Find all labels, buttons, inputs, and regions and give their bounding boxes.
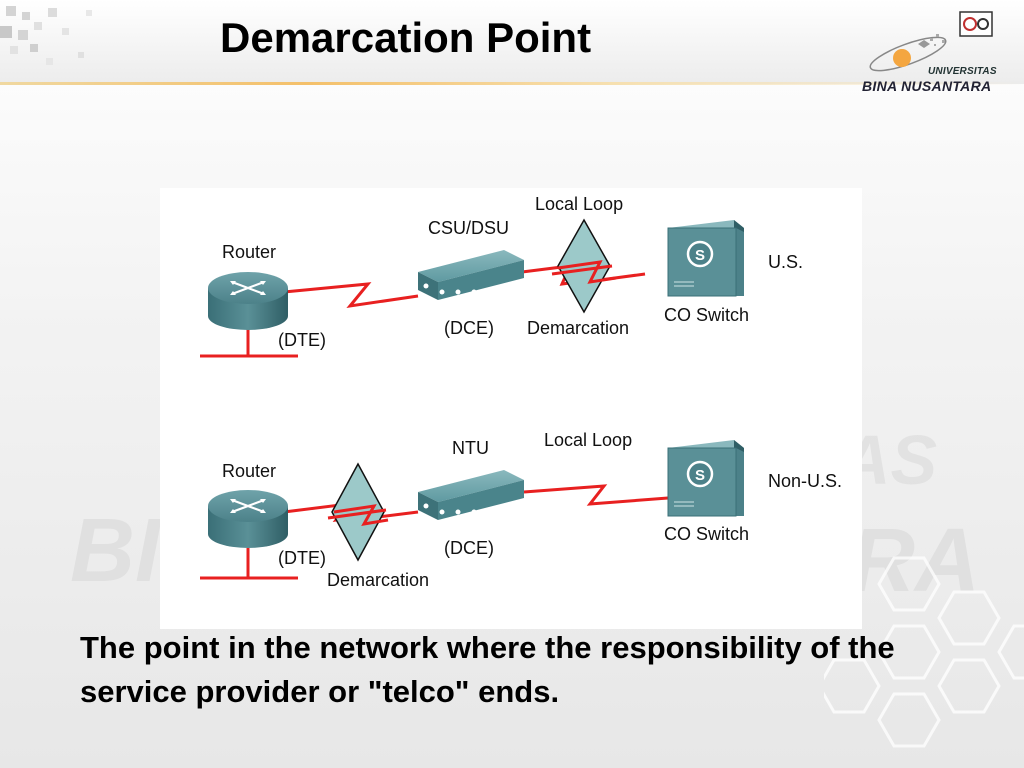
background-watermark: BI: [70, 501, 160, 601]
bottom-local-loop-label: Local Loop: [544, 430, 633, 450]
top-router-icon: [208, 272, 288, 330]
logo-line-2: BINA NUSANTARA: [862, 78, 992, 94]
bottom-dce-label: (DCE): [444, 538, 494, 558]
bottom-dte-label: (DTE): [278, 548, 326, 568]
hexagon-decoration: [824, 556, 1024, 748]
logo-emblem-icon: [869, 11, 993, 72]
svg-text:S: S: [695, 247, 705, 264]
logo-line-1: UNIVERSITAS: [928, 66, 997, 77]
top-dte-label: (DTE): [278, 330, 326, 350]
decorative-squares: [0, 6, 92, 65]
bottom-demarcation-diamond: [327, 462, 389, 562]
top-dce-label: (DCE): [444, 318, 494, 338]
university-logo: UNIVERSITAS BINA NUSANTARA: [858, 8, 1008, 98]
top-demarcation-diamond: [551, 218, 617, 314]
bottom-ntu-icon: [418, 470, 524, 520]
svg-text:S: S: [695, 467, 705, 484]
top-csu-dsu-icon: [418, 250, 524, 300]
top-co-switch-icon: S: [667, 220, 744, 297]
top-demarcation-label: Demarcation: [527, 318, 630, 338]
header-accent-line: [0, 82, 1024, 85]
diagram-graphics: S: [200, 218, 744, 580]
top-router-label: Router: [222, 242, 277, 262]
top-csu-dsu-label: CSU/DSU: [428, 218, 510, 238]
top-co-switch-label: CO Switch: [664, 305, 750, 325]
bottom-router-icon: [208, 490, 288, 548]
top-lan-segment: [200, 328, 298, 358]
bottom-co-switch-icon: S: [667, 440, 744, 517]
demarcation-diagram: S: [160, 188, 862, 629]
bottom-router-label: Router: [222, 461, 277, 481]
header-bar: [0, 0, 1024, 84]
bottom-demarcation-label: Demarcation: [327, 570, 430, 590]
bottom-ntu-label: NTU: [452, 438, 489, 458]
background-watermark: RA: [850, 511, 980, 611]
slide-caption: The point in the network where the respo…: [80, 630, 895, 709]
bottom-region-label: Non-U.S.: [768, 471, 843, 491]
top-region-label: U.S.: [768, 252, 804, 272]
page-title: Demarcation Point: [220, 14, 592, 61]
top-local-loop-label: Local Loop: [535, 194, 624, 214]
bottom-lan-segment: [200, 548, 298, 580]
bottom-co-switch-label: CO Switch: [664, 524, 750, 544]
